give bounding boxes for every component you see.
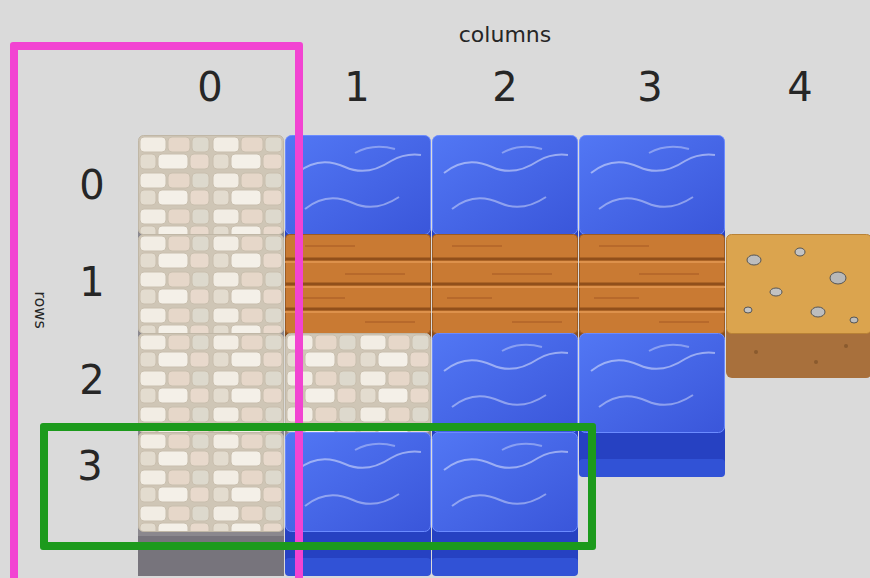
column-number: 1	[344, 67, 369, 107]
row-highlight: 3	[40, 423, 596, 550]
axis-title: columns	[459, 24, 551, 46]
axis-title: rows	[32, 291, 48, 328]
water-tile	[285, 433, 431, 577]
column-number: 4	[787, 67, 812, 107]
column-number: 3	[637, 67, 662, 107]
dirt-tile	[726, 235, 870, 379]
stone-tile	[138, 433, 284, 577]
row-number: 1	[79, 262, 104, 302]
axis-number: 3	[77, 446, 102, 486]
water-tile	[432, 433, 578, 577]
row-number: 2	[79, 360, 104, 400]
water-tile	[579, 334, 725, 478]
column-highlight: 0	[10, 42, 303, 578]
row-number: 0	[79, 165, 104, 205]
column-number: 2	[492, 67, 517, 107]
axis-number: 0	[197, 67, 222, 107]
